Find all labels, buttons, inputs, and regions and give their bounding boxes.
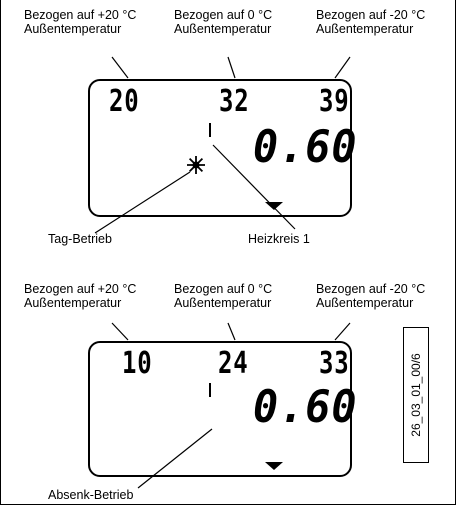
moon-icon bbox=[214, 418, 222, 434]
sun-icon bbox=[187, 156, 205, 174]
bottom-circuit-marker bbox=[209, 383, 211, 397]
top-lcd-left-value: 20 bbox=[109, 84, 140, 119]
figure-code: 26_03_01_00/6 bbox=[409, 353, 423, 437]
bottom-lcd-display bbox=[88, 341, 352, 477]
top-circuit-marker bbox=[209, 123, 211, 137]
bottom-lcd-left-value: 10 bbox=[122, 346, 153, 381]
top-lcd-right-value: 39 bbox=[319, 84, 350, 119]
callout-tag-betrieb: Tag-Betrieb bbox=[48, 232, 112, 246]
top-lcd-center-value: 32 bbox=[219, 84, 250, 119]
bottom-lcd-main-value: 0.60 bbox=[253, 382, 358, 433]
bottom-lcd-center-value: 24 bbox=[218, 346, 249, 381]
bottom-down-arrow-icon bbox=[265, 462, 283, 470]
top-down-arrow-icon bbox=[265, 202, 283, 210]
bottom-lcd-right-value: 33 bbox=[319, 346, 350, 381]
top-lcd-main-value: 0.60 bbox=[253, 122, 358, 173]
callout-absenk-betrieb: Absenk-Betrieb bbox=[48, 488, 134, 502]
figure-code-box: 26_03_01_00/6 bbox=[403, 327, 429, 463]
callout-heizkreis-1: Heizkreis 1 bbox=[248, 232, 310, 246]
